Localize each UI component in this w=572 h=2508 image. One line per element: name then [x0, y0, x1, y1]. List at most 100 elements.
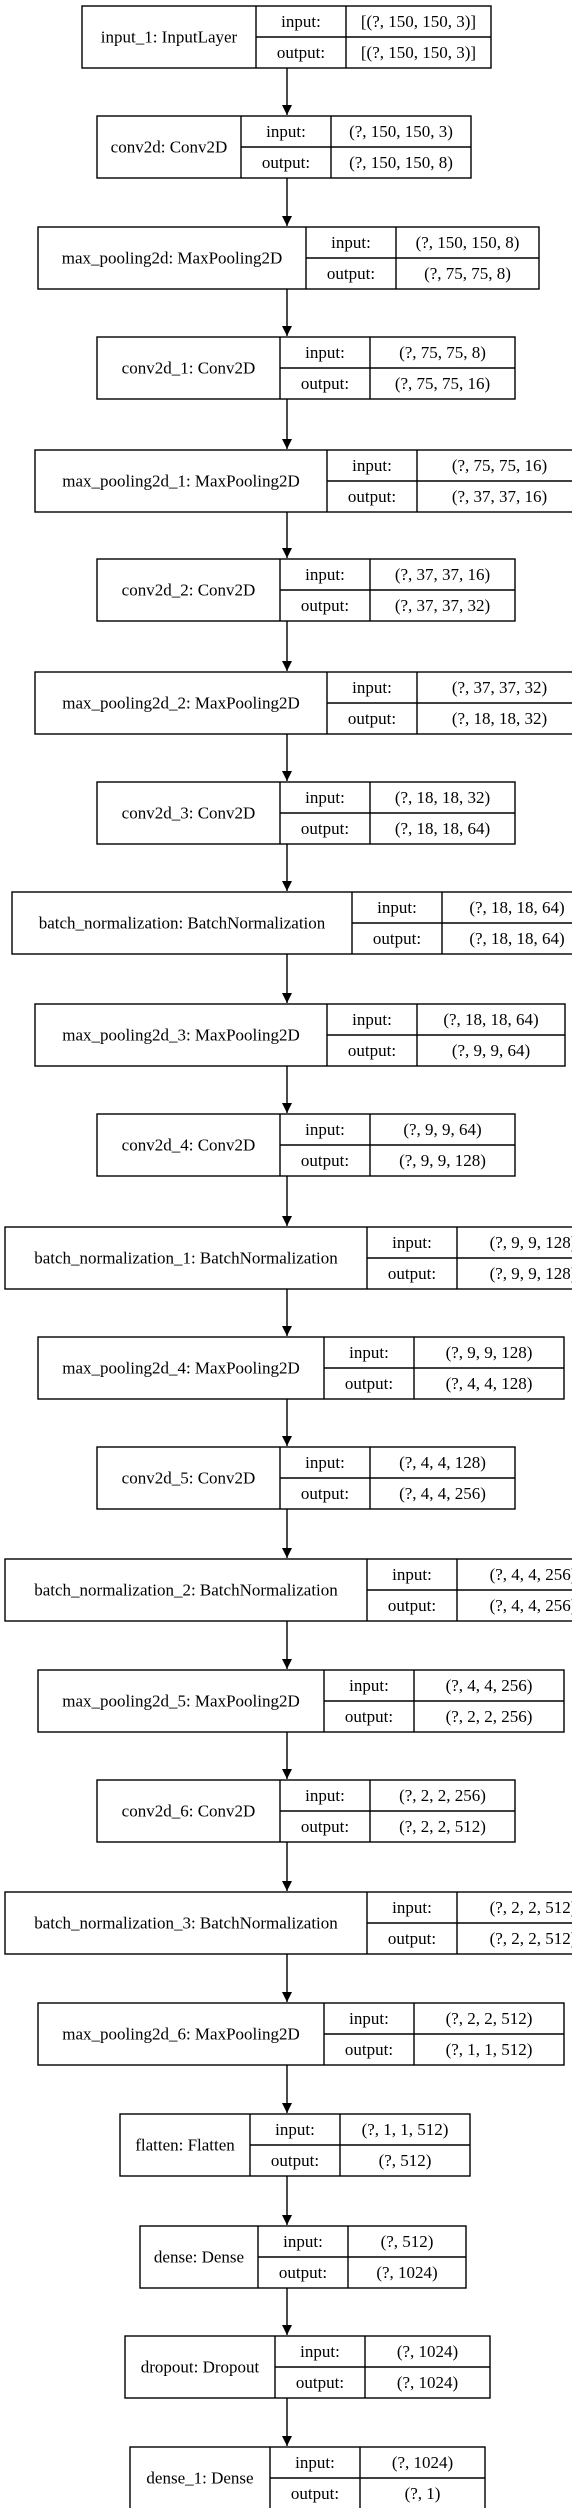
layer-name: batch_normalization_2: BatchNormalizatio… — [34, 1581, 338, 1600]
input-shape: (?, 18, 18, 64) — [469, 898, 564, 917]
output-shape: (?, 2, 2, 512) — [399, 1817, 486, 1836]
input-field-label: input: — [305, 1786, 345, 1805]
output-field-label: output: — [277, 43, 325, 62]
layer-node-border — [4, 1558, 572, 1622]
output-shape: (?, 37, 37, 16) — [452, 487, 547, 506]
input-shape: (?, 1, 1, 512) — [362, 2120, 449, 2139]
layer-node: batch_normalization_1: BatchNormalizatio… — [4, 1226, 572, 1290]
input-field-label: input: — [275, 2120, 315, 2139]
input-shape: (?, 1024) — [392, 2453, 453, 2472]
layer-node: batch_normalization_3: BatchNormalizatio… — [4, 1891, 572, 1955]
input-field-label: input: — [283, 2232, 323, 2251]
output-field-label: output: — [301, 1817, 349, 1836]
input-shape: (?, 4, 4, 128) — [399, 1453, 486, 1472]
layer-name: dense: Dense — [154, 2248, 244, 2267]
layer-name: conv2d_3: Conv2D — [122, 804, 256, 823]
output-field-label: output: — [301, 374, 349, 393]
input-shape: (?, 75, 75, 8) — [399, 343, 486, 362]
layer-node-border — [34, 449, 572, 513]
input-field-label: input: — [305, 343, 345, 362]
input-shape: (?, 9, 9, 128) — [490, 1233, 572, 1252]
layer-name: dropout: Dropout — [141, 2358, 260, 2377]
layer-node: batch_normalization: BatchNormalizationi… — [11, 891, 572, 955]
input-field-label: input: — [281, 12, 321, 31]
input-field-label: input: — [266, 122, 306, 141]
output-shape: (?, 18, 18, 64) — [395, 819, 490, 838]
input-field-label: input: — [305, 1120, 345, 1139]
input-shape: (?, 2, 2, 256) — [399, 1786, 486, 1805]
output-shape: (?, 18, 18, 64) — [469, 929, 564, 948]
layer-name: flatten: Flatten — [135, 2136, 235, 2155]
input-field-label: input: — [392, 1565, 432, 1584]
layer-node: max_pooling2d_3: MaxPooling2D input: outpu… — [34, 1003, 566, 1067]
layer-name: batch_normalization_1: BatchNormalizatio… — [34, 1249, 338, 1268]
input-field-label: input: — [377, 898, 417, 917]
output-field-label: output: — [301, 1484, 349, 1503]
input-field-label: input: — [305, 788, 345, 807]
input-field-label: input: — [352, 678, 392, 697]
layer-node-border — [4, 1891, 572, 1955]
input-shape: (?, 150, 150, 8) — [416, 233, 520, 252]
input-field-label: input: — [305, 1453, 345, 1472]
input-shape: [(?, 150, 150, 3)] — [361, 12, 476, 31]
output-field-label: output: — [388, 1929, 436, 1948]
layer-name: max_pooling2d: MaxPooling2D — [62, 249, 283, 268]
input-field-label: input: — [352, 456, 392, 475]
output-shape: (?, 9, 9, 64) — [452, 1041, 530, 1060]
output-shape: (?, 1024) — [397, 2373, 458, 2392]
layer-name: max_pooling2d_5: MaxPooling2D — [62, 1692, 300, 1711]
output-field-label: output: — [327, 264, 375, 283]
input-field-label: input: — [331, 233, 371, 252]
output-shape: [(?, 150, 150, 3)] — [361, 43, 476, 62]
input-field-label: input: — [392, 1898, 432, 1917]
input-field-label: input: — [349, 2009, 389, 2028]
input-field-label: input: — [352, 1010, 392, 1029]
input-shape: (?, 2, 2, 512) — [446, 2009, 533, 2028]
layer-name: max_pooling2d_4: MaxPooling2D — [62, 1359, 300, 1378]
layer-name: max_pooling2d_3: MaxPooling2D — [62, 1026, 300, 1045]
input-shape: (?, 37, 37, 32) — [452, 678, 547, 697]
layer-name: conv2d_2: Conv2D — [122, 581, 256, 600]
output-shape: (?, 18, 18, 32) — [452, 709, 547, 728]
output-field-label: output: — [262, 153, 310, 172]
layer-node: batch_normalization_2: BatchNormalizatio… — [4, 1558, 572, 1622]
layer-node: max_pooling2d_6: MaxPooling2Dinput:outpu… — [37, 2002, 565, 2066]
output-shape: (?, 4, 4, 256) — [399, 1484, 486, 1503]
layer-name: conv2d_6: Conv2D — [122, 1802, 256, 1821]
output-field-label: output: — [271, 2151, 319, 2170]
input-field-label: input: — [349, 1676, 389, 1695]
input-shape: (?, 2, 2, 512) — [490, 1898, 572, 1917]
layer-node: max_pooling2d_2: MaxPooling2D input: outpu… — [34, 671, 572, 735]
output-shape: (?, 1024) — [376, 2263, 437, 2282]
input-shape: (?, 1024) — [397, 2342, 458, 2361]
output-field-label: output: — [291, 2484, 339, 2503]
output-field-label: output: — [348, 1041, 396, 1060]
output-shape: (?, 2, 2, 256) — [446, 1707, 533, 1726]
layer-name: conv2d: Conv2D — [111, 138, 228, 157]
input-shape: (?, 512) — [381, 2232, 434, 2251]
output-shape: (?, 1) — [405, 2484, 441, 2503]
layer-name: batch_normalization_3: BatchNormalizatio… — [34, 1914, 338, 1933]
input-shape: (?, 18, 18, 32) — [395, 788, 490, 807]
layer-name: max_pooling2d_2: MaxPooling2D — [62, 694, 300, 713]
output-shape: (?, 37, 37, 32) — [395, 596, 490, 615]
output-field-label: output: — [301, 596, 349, 615]
output-shape: (?, 1, 1, 512) — [446, 2040, 533, 2059]
output-field-label: output: — [296, 2373, 344, 2392]
input-field-label: input: — [295, 2453, 335, 2472]
output-field-label: output: — [345, 1374, 393, 1393]
layer-name: max_pooling2d_1: MaxPooling2D — [62, 472, 300, 491]
layer-node: flatten: Flatten input: output: (?, 1, 1, 5… — [119, 2113, 471, 2177]
output-shape: (?, 4, 4, 128) — [446, 1374, 533, 1393]
output-field-label: output: — [348, 709, 396, 728]
output-shape: (?, 9, 9, 128) — [399, 1151, 486, 1170]
layer-node-border — [11, 891, 572, 955]
input-shape: (?, 18, 18, 64) — [443, 1010, 538, 1029]
